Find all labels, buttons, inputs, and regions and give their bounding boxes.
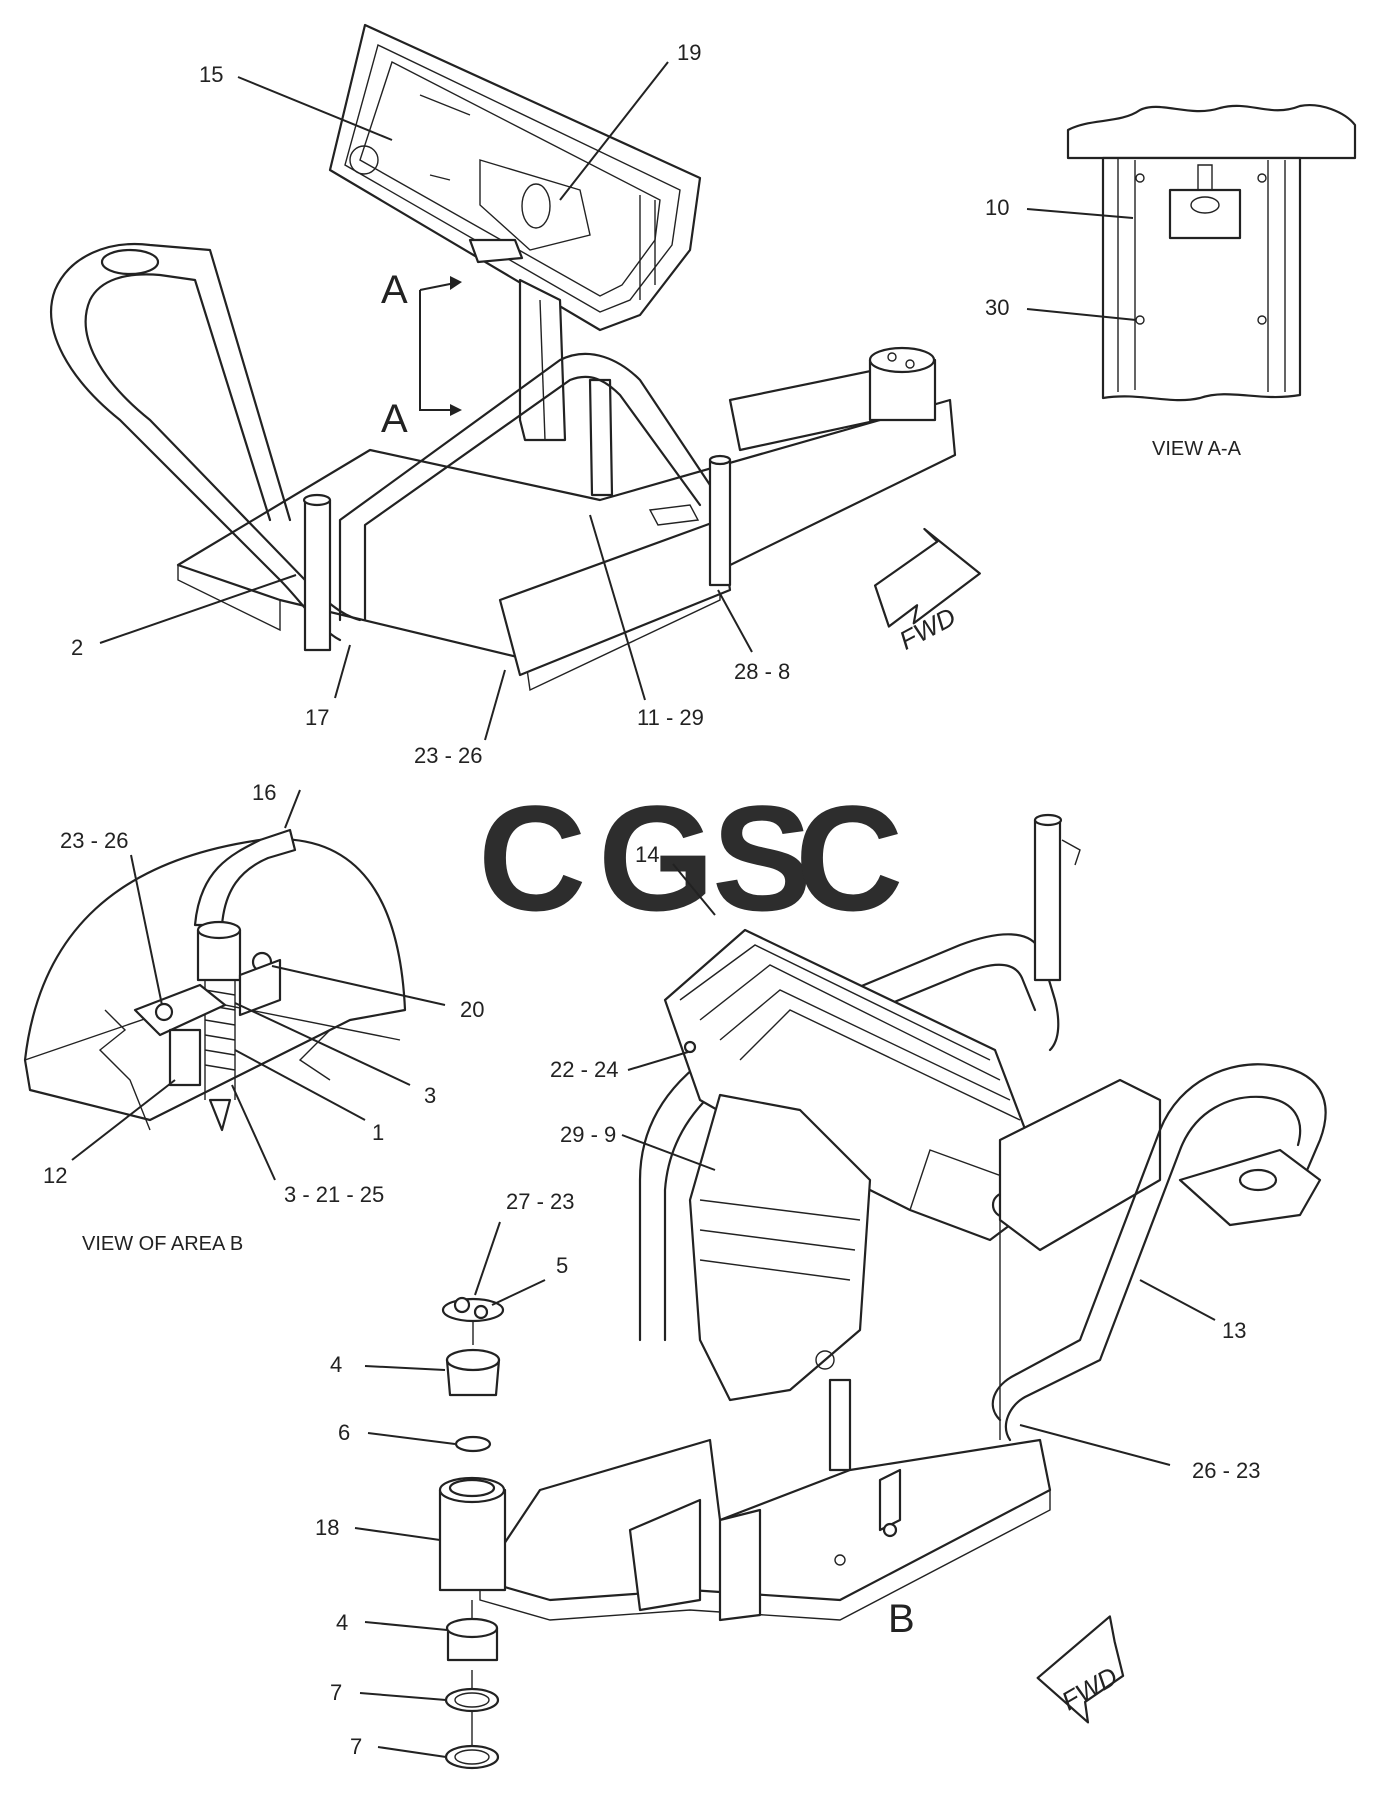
callout-3: 3 <box>424 1083 436 1108</box>
bottom-assembly-view: B FWD 14 22 - 24 29 - 9 13 26 - 23 27 - <box>315 813 1327 1770</box>
callout-30: 30 <box>985 295 1009 320</box>
view-aa-detail: 10 30 VIEW A-A <box>985 104 1357 460</box>
callout-20: 20 <box>460 997 484 1022</box>
area-b-mark: B <box>888 1597 915 1641</box>
area-b-detail: 16 23 - 26 20 3 1 12 3 - 21 - 25 VIEW OF… <box>23 780 484 1255</box>
watermark-letter-c2: C <box>795 774 903 942</box>
callout-17: 17 <box>305 705 329 730</box>
view-aa-caption: VIEW A-A <box>1152 438 1242 460</box>
callout-18: 18 <box>315 1515 339 1540</box>
section-a-marker: A A <box>381 268 462 441</box>
callout-28-8: 28 - 8 <box>734 659 790 684</box>
callout-23-26-detail: 23 - 26 <box>60 828 129 853</box>
pivot-stack-exploded <box>438 1296 507 1770</box>
fwd-arrow-top: FWD <box>873 527 981 656</box>
callout-4-upper: 4 <box>330 1352 342 1377</box>
frame-base <box>176 346 957 692</box>
callout-29-9: 29 - 9 <box>560 1122 616 1147</box>
callout-26-23: 26 - 23 <box>1192 1458 1261 1483</box>
section-a-top-label: A <box>381 268 408 312</box>
watermark-letter-c1: C <box>478 774 586 942</box>
cgsc-watermark: C G S C <box>478 774 903 942</box>
callout-5: 5 <box>556 1253 568 1278</box>
top-assembly-view: A A FWD 15 19 2 17 23 - 26 11 - 29 28 - … <box>50 23 981 768</box>
console-housing <box>328 23 702 332</box>
callout-23-26: 23 - 26 <box>414 743 483 768</box>
callout-22-24: 22 - 24 <box>550 1057 619 1082</box>
callout-4-lower: 4 <box>336 1610 348 1635</box>
handrail-tube <box>50 243 732 652</box>
callout-27-23: 27 - 23 <box>506 1189 575 1214</box>
bottom-leader-lines <box>354 863 1216 1758</box>
front-bail-handle <box>991 1063 1327 1442</box>
callout-11-29: 11 - 29 <box>637 705 704 730</box>
callout-6: 6 <box>338 1420 350 1445</box>
rear-handrail <box>638 813 1081 1342</box>
pedestal-post <box>518 278 614 497</box>
callout-1: 1 <box>372 1120 384 1145</box>
callout-2: 2 <box>71 635 83 660</box>
callout-19: 19 <box>677 40 701 65</box>
watermark-letter-g: G <box>598 774 715 942</box>
section-a-bottom-label: A <box>381 397 408 441</box>
callout-13: 13 <box>1222 1318 1246 1343</box>
area-b-caption: VIEW OF AREA B <box>82 1233 243 1255</box>
callout-10: 10 <box>985 195 1009 220</box>
callout-16: 16 <box>252 780 276 805</box>
watermark-letter-s: S <box>712 774 812 942</box>
bottom-frame-base <box>478 1078 1162 1622</box>
callout-15: 15 <box>199 62 223 87</box>
callout-14: 14 <box>635 842 659 867</box>
fwd-arrow-bottom: FWD <box>1036 1615 1125 1724</box>
callout-3-21-25: 3 - 21 - 25 <box>284 1182 384 1207</box>
callout-7-upper: 7 <box>330 1680 342 1705</box>
top-leader-lines <box>99 61 753 741</box>
callout-12: 12 <box>43 1163 67 1188</box>
stand-column <box>688 1093 872 1472</box>
callout-7-lower: 7 <box>350 1734 362 1759</box>
